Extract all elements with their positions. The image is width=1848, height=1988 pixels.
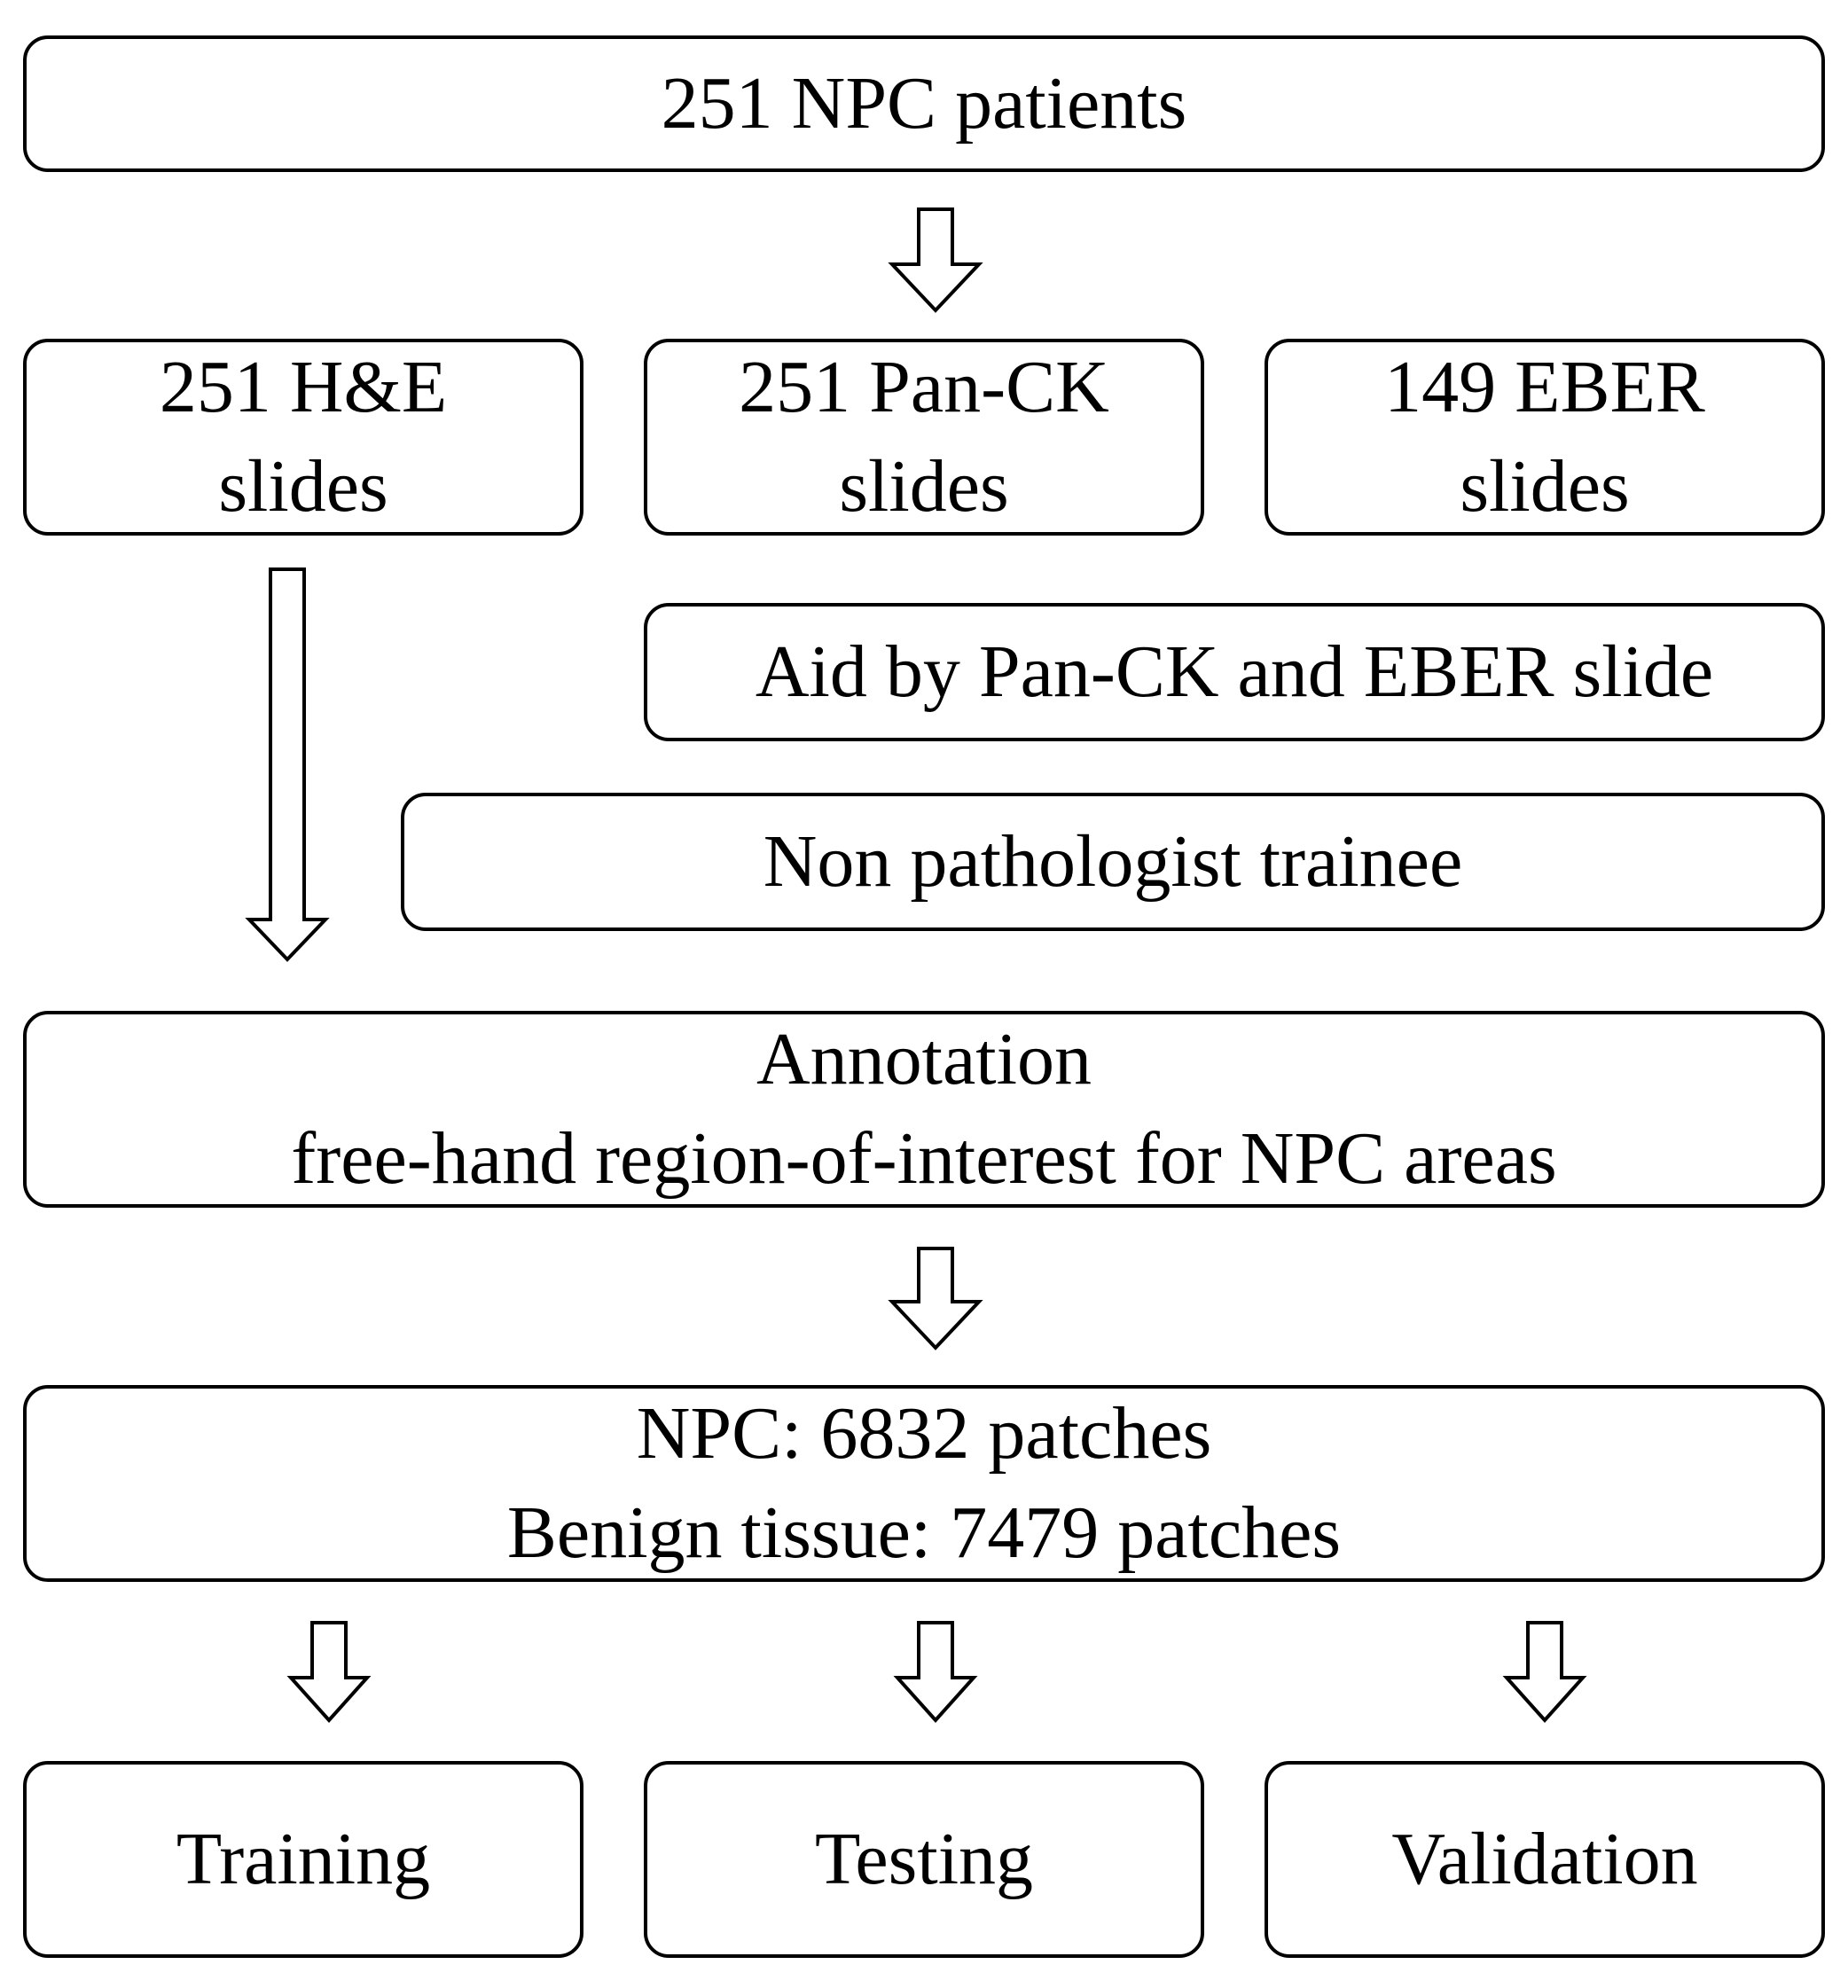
testing-box: Testing	[644, 1761, 1204, 1958]
pan-ck-slides-box: 251 Pan-CK slides	[644, 339, 1204, 536]
annotation-description: free-hand region-of-interest for NPC are…	[291, 1117, 1557, 1200]
he-slides-line2: slides	[218, 445, 388, 528]
arrow-down-icon	[893, 1621, 978, 1723]
benign-patches-label: Benign tissue: 7479 patches	[506, 1491, 1342, 1574]
pan-ck-slides-line1: 251 Pan-CK	[739, 346, 1109, 428]
aid-label: Aid by Pan-CK and EBER slide	[755, 630, 1714, 713]
eber-slides-box: 149 EBER slides	[1265, 339, 1825, 536]
he-slides-line1: 251 H&E	[159, 346, 448, 428]
testing-label: Testing	[814, 1818, 1034, 1900]
trainee-label: Non pathologist trainee	[763, 820, 1463, 903]
aid-box: Aid by Pan-CK and EBER slide	[644, 603, 1825, 741]
annotation-box: Annotation free-hand region-of-interest …	[23, 1011, 1825, 1208]
trainee-box: Non pathologist trainee	[401, 793, 1825, 931]
eber-slides-line2: slides	[1460, 445, 1630, 528]
he-slides-box: 251 H&E slides	[23, 339, 583, 536]
validation-box: Validation	[1265, 1761, 1825, 1958]
npc-patches-label: NPC: 6832 patches	[636, 1392, 1212, 1475]
arrow-down-icon	[888, 1247, 983, 1350]
pan-ck-slides-line2: slides	[839, 445, 1009, 528]
patches-box: NPC: 6832 patches Benign tissue: 7479 pa…	[23, 1385, 1825, 1582]
validation-label: Validation	[1391, 1818, 1698, 1900]
eber-slides-line1: 149 EBER	[1384, 346, 1705, 428]
patients-label: 251 NPC patients	[661, 62, 1187, 145]
training-label: Training	[176, 1818, 431, 1900]
annotation-title: Annotation	[756, 1018, 1092, 1100]
arrow-down-icon	[286, 1621, 372, 1723]
arrow-down-icon	[888, 207, 983, 313]
patients-box: 251 NPC patients	[23, 35, 1825, 172]
training-box: Training	[23, 1761, 583, 1958]
arrow-down-icon	[1502, 1621, 1587, 1723]
arrow-down-icon	[245, 567, 330, 962]
